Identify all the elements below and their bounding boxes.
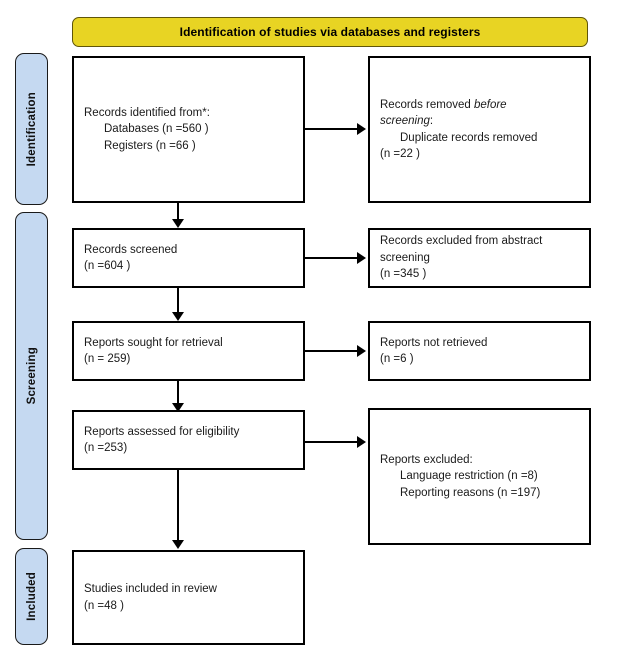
arrowhead-identified-to-removed (357, 123, 366, 135)
arrowhead-identified-to-screened (172, 219, 184, 228)
box-records-identified: Records identified from*: Databases (n =… (72, 56, 305, 203)
box-records-removed-line4: (n =22 ) (380, 148, 420, 160)
phase-label-identification-text: Identification (25, 91, 38, 167)
connector-assessed-to-excluded-reports (305, 441, 358, 443)
box-reports-sought: Reports sought for retrieval (n = 259) (72, 321, 305, 381)
box-reports-assessed-line2: (n =253) (84, 442, 128, 454)
arrowhead-assessed-to-excluded-reports (357, 436, 366, 448)
box-studies-included: Studies included in review (n =48 ) (72, 550, 305, 645)
box-records-removed-line1-prefix: Records removed (380, 98, 474, 111)
box-records-identified-line1: Records identified from*: (84, 106, 210, 119)
box-reports-excluded-line3: Reporting reasons (n =197) (400, 486, 541, 499)
arrowhead-assessed-to-included (172, 540, 184, 549)
box-reports-not-retrieved: Reports not retrieved (n =6 ) (368, 321, 591, 381)
phase-label-screening: Screening (15, 212, 48, 540)
connector-identified-to-screened (177, 203, 179, 225)
box-reports-sought-line1: Reports sought for retrieval (84, 336, 223, 349)
connector-identified-to-removed (305, 128, 358, 130)
diagram-banner-text: Identification of studies via databases … (179, 25, 481, 39)
box-records-screened-line1: Records screened (84, 243, 178, 256)
box-reports-excluded: Reports excluded: Language restriction (… (368, 408, 591, 545)
box-records-screened: Records screened (n =604 ) (72, 228, 305, 288)
phase-label-included: Included (15, 548, 48, 645)
connector-assessed-to-included (177, 470, 179, 542)
box-records-removed-line3: Duplicate records removed (400, 131, 538, 144)
box-records-removed-line1-emphasis: before (473, 98, 507, 111)
connector-screened-to-sought (177, 288, 179, 314)
connector-sought-to-not-retrieved (305, 350, 358, 352)
box-reports-excluded-line1: Reports excluded: (380, 453, 473, 466)
box-records-excluded-abstract: Records excluded from abstract screening… (368, 228, 591, 288)
phase-label-screening-text: Screening (25, 347, 38, 405)
arrowhead-screened-to-sought (172, 312, 184, 321)
box-records-excluded-abstract-line2: screening (380, 251, 430, 264)
phase-label-included-text: Included (25, 572, 38, 621)
box-records-excluded-abstract-line1: Records excluded from abstract (380, 235, 543, 248)
box-records-identified-line2: Databases (n =560 ) (104, 123, 209, 136)
box-reports-excluded-line2: Language restriction (n =8) (400, 470, 538, 483)
box-records-removed-line1: Records removed before (380, 97, 579, 114)
box-reports-not-retrieved-line2: (n =6 ) (380, 353, 414, 365)
box-reports-not-retrieved-line1: Reports not retrieved (380, 336, 488, 349)
connector-screened-to-excluded-abstract (305, 257, 358, 259)
arrowhead-screened-to-excluded-abstract (357, 252, 366, 264)
arrowhead-sought-to-assessed (172, 403, 184, 412)
phase-label-identification: Identification (15, 53, 48, 205)
box-reports-assessed: Reports assessed for eligibility (n =253… (72, 410, 305, 470)
box-studies-included-line2: (n =48 ) (84, 599, 124, 612)
connector-sought-to-assessed (177, 381, 179, 405)
box-records-removed: Records removed before screening: Duplic… (368, 56, 591, 203)
box-records-excluded-abstract-line3: (n =345 ) (380, 268, 427, 281)
box-records-removed-line2-suffix: : (429, 115, 434, 127)
box-records-removed-line2-emphasis: screening (380, 115, 430, 127)
box-records-identified-line3: Registers (n =66 ) (104, 139, 196, 152)
box-reports-assessed-line1: Reports assessed for eligibility (84, 425, 240, 438)
box-studies-included-line1: Studies included in review (84, 583, 217, 595)
box-reports-sought-line2: (n = 259) (84, 353, 131, 365)
diagram-banner: Identification of studies via databases … (72, 17, 588, 47)
arrowhead-sought-to-not-retrieved (357, 345, 366, 357)
box-records-screened-line2: (n =604 ) (84, 260, 131, 272)
box-records-removed-line2: screening: (380, 113, 579, 130)
